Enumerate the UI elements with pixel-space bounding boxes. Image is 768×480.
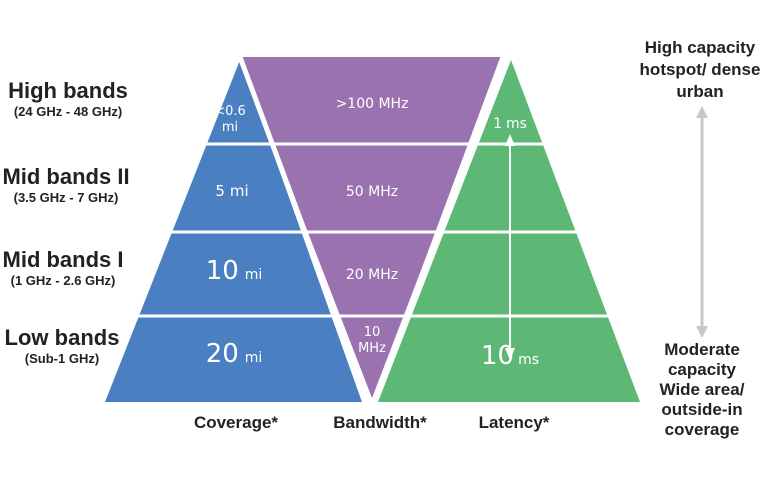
capacity-bottom-line-5: coverage bbox=[665, 420, 740, 439]
bandwidth-value-low-line2: MHz bbox=[358, 341, 386, 356]
capacity-top-line-3: urban bbox=[676, 82, 723, 101]
band-name-mid-2: Mid bands II bbox=[2, 164, 129, 189]
bandwidth-column-label: Bandwidth* bbox=[333, 413, 427, 432]
capacity-bottom-line-3: Wide area/ bbox=[660, 380, 745, 399]
bandwidth-inverted-pyramid bbox=[240, 57, 503, 398]
band-name-high: High bands bbox=[8, 78, 128, 103]
latency-column-label: Latency* bbox=[479, 413, 550, 432]
bandwidth-value-mid-1: 20 MHz bbox=[346, 267, 398, 283]
bandwidth-value-mid-2: 50 MHz bbox=[346, 184, 398, 200]
bandwidth-value-low-line1: 10 bbox=[364, 325, 381, 340]
band-name-mid-1: Mid bands I bbox=[3, 247, 124, 272]
coverage-value-high-line2: mi bbox=[222, 120, 238, 135]
band-range-mid-1: (1 GHz - 2.6 GHz) bbox=[11, 273, 116, 288]
band-range-mid-2: (3.5 GHz - 7 GHz) bbox=[14, 190, 119, 205]
band-range-low: (Sub-1 GHz) bbox=[25, 351, 99, 366]
capacity-bottom-line-1: Moderate bbox=[664, 340, 740, 359]
capacity-bottom-line-2: capacity bbox=[668, 360, 737, 379]
latency-range-arrow bbox=[505, 134, 515, 360]
band-range-high: (24 GHz - 48 GHz) bbox=[14, 104, 122, 119]
bandwidth-value-high: >100 MHz bbox=[336, 96, 409, 112]
coverage-value-high-line1: <0.6 bbox=[214, 104, 246, 119]
band-name-low: Low bands bbox=[5, 325, 120, 350]
capacity-top-line-1: High capacity bbox=[645, 38, 756, 57]
capacity-top-line-2: hotspot/ dense bbox=[640, 60, 761, 79]
capacity-range-arrow bbox=[696, 106, 708, 338]
capacity-bottom-line-4: outside-in bbox=[661, 400, 742, 419]
coverage-column-label: Coverage* bbox=[194, 413, 278, 432]
